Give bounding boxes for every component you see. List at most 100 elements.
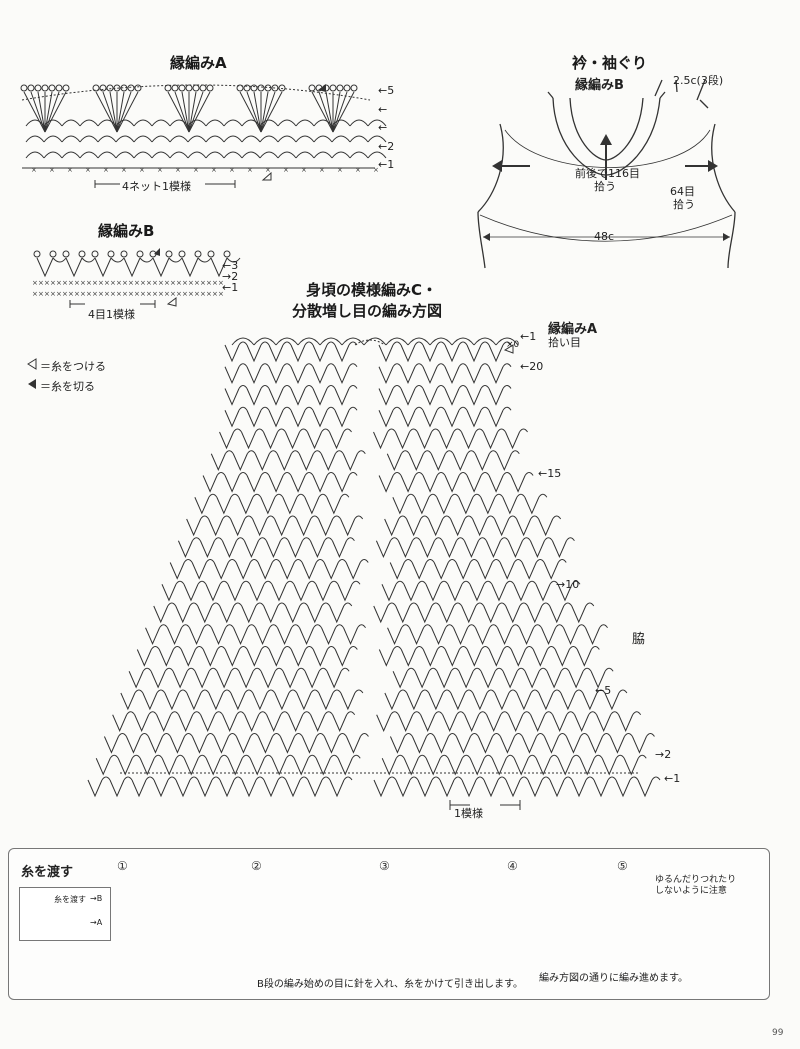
fan-stitch: [331, 540, 347, 558]
fan-stitch: [282, 671, 298, 689]
fan-stitch: [268, 649, 284, 667]
fan-stitch: [381, 758, 397, 776]
step-number: ④: [507, 859, 518, 873]
chain-loop: [79, 135, 99, 143]
edge-a-row-label: ←5: [378, 84, 395, 97]
chain-loop: [331, 151, 351, 159]
fan-stitch: [563, 627, 578, 645]
fan-stitch: [373, 431, 388, 450]
fan-stitch: [475, 627, 490, 645]
fan-stitch: [631, 736, 647, 754]
shell-stitch: [95, 91, 118, 133]
fan-stitch: [224, 388, 240, 406]
fan-stitch: [158, 649, 174, 667]
fan-stitch: [307, 779, 323, 798]
neck-pick-label-2: 拾う: [594, 180, 616, 193]
fan-stitch: [461, 431, 476, 450]
svg-text:×: ×: [337, 166, 343, 174]
fan-stitch: [422, 366, 438, 384]
steps-caption-2: 編み方図の通りに編み進めます。: [539, 973, 688, 984]
fan-stitch: [496, 453, 512, 471]
fan-stitch: [480, 497, 496, 515]
fan-stitch: [304, 497, 320, 515]
svg-text:×: ×: [44, 290, 50, 298]
shell-stitch: [188, 91, 211, 133]
fan-stitch: [222, 714, 238, 732]
fan-stitch: [334, 410, 350, 428]
cut-yarn-marker-b: [154, 248, 160, 256]
body-pick-label: 拾い目: [548, 336, 581, 349]
fan-stitch: [125, 736, 141, 754]
fan-stitch: [510, 649, 526, 667]
fan-stitch: [235, 736, 251, 754]
svg-text:×: ×: [182, 279, 188, 287]
fan-stitch: [474, 453, 490, 471]
svg-text:×: ×: [152, 279, 158, 287]
fan-stitch: [241, 431, 256, 450]
fan-stitch: [378, 649, 394, 667]
edge-a-row-labels: ←5 ← ← ←2 ←1: [378, 82, 394, 175]
chain-loop: [223, 119, 243, 127]
fan-stitch: [488, 366, 504, 384]
shell-stitch: [181, 91, 190, 133]
fan-stitch: [428, 518, 444, 537]
svg-text:×: ×: [176, 279, 182, 287]
chain-loop: [79, 151, 99, 159]
fan-stitch: [571, 605, 587, 624]
fan-stitch: [604, 692, 620, 711]
fan-stitch: [505, 605, 521, 624]
edge-b-row-label: ←1: [222, 281, 239, 294]
svg-text:×: ×: [32, 290, 38, 298]
fan-stitch: [403, 758, 419, 776]
svg-text:×: ×: [355, 166, 361, 174]
fan-stitch: [422, 344, 438, 363]
fan-stitch: [219, 431, 234, 450]
fan-stitch: [147, 736, 163, 754]
edge-b-chart: ××××××××××××××××××××××××××××××××××××××××…: [32, 250, 241, 298]
chain-loop: [79, 119, 99, 127]
fan-stitch: [469, 584, 485, 602]
fan-stitch: [483, 779, 499, 798]
svg-text:×: ×: [32, 279, 38, 287]
chain-loop: [61, 119, 81, 127]
fan-stitch: [312, 388, 328, 406]
fan-stitch: [208, 692, 224, 711]
fan-stitch: [461, 605, 477, 624]
fan-stitch: [439, 605, 455, 624]
legend-cut-symbol: [28, 379, 36, 389]
svg-text:×: ×: [157, 166, 163, 174]
fan-stitch: [150, 671, 166, 689]
svg-text:×: ×: [301, 166, 307, 174]
fan-stitch: [202, 649, 218, 667]
body-row-marker: ←5: [595, 684, 612, 697]
chain-loop: [223, 135, 243, 143]
fan-stitch: [128, 671, 144, 689]
fan-stitch: [318, 518, 334, 537]
fan-stitch: [139, 758, 155, 776]
fan-stitch: [529, 540, 545, 558]
svg-text:×: ×: [283, 166, 289, 174]
fan-stitch: [268, 410, 284, 428]
fan-stitch: [186, 518, 202, 537]
body-pattern-chart: [87, 337, 661, 798]
fan-stitch: [224, 366, 240, 384]
svg-text:×: ×: [146, 279, 152, 287]
steps-title: 糸を渡す: [21, 865, 74, 880]
svg-text:×: ×: [128, 290, 134, 298]
neck-pick-label: 前後で116目: [575, 167, 640, 180]
fan-stitch: [455, 736, 471, 754]
fan-stitch: [466, 475, 482, 493]
fan-stitch: [450, 518, 466, 537]
body-row-marker: ←15: [538, 467, 562, 480]
fan-stitch: [543, 562, 559, 580]
svg-text:×: ×: [193, 166, 199, 174]
fan-stitch: [268, 475, 284, 493]
legend-cut: ＝糸を切る: [40, 380, 95, 393]
fan-stitch: [265, 540, 281, 558]
fan-stitch: [609, 736, 625, 754]
chain-loop: [313, 135, 333, 143]
svg-text:×: ×: [176, 290, 182, 298]
fan-stitch: [169, 562, 185, 580]
shell-stitch: [174, 91, 190, 133]
fan-stitch: [378, 388, 394, 406]
